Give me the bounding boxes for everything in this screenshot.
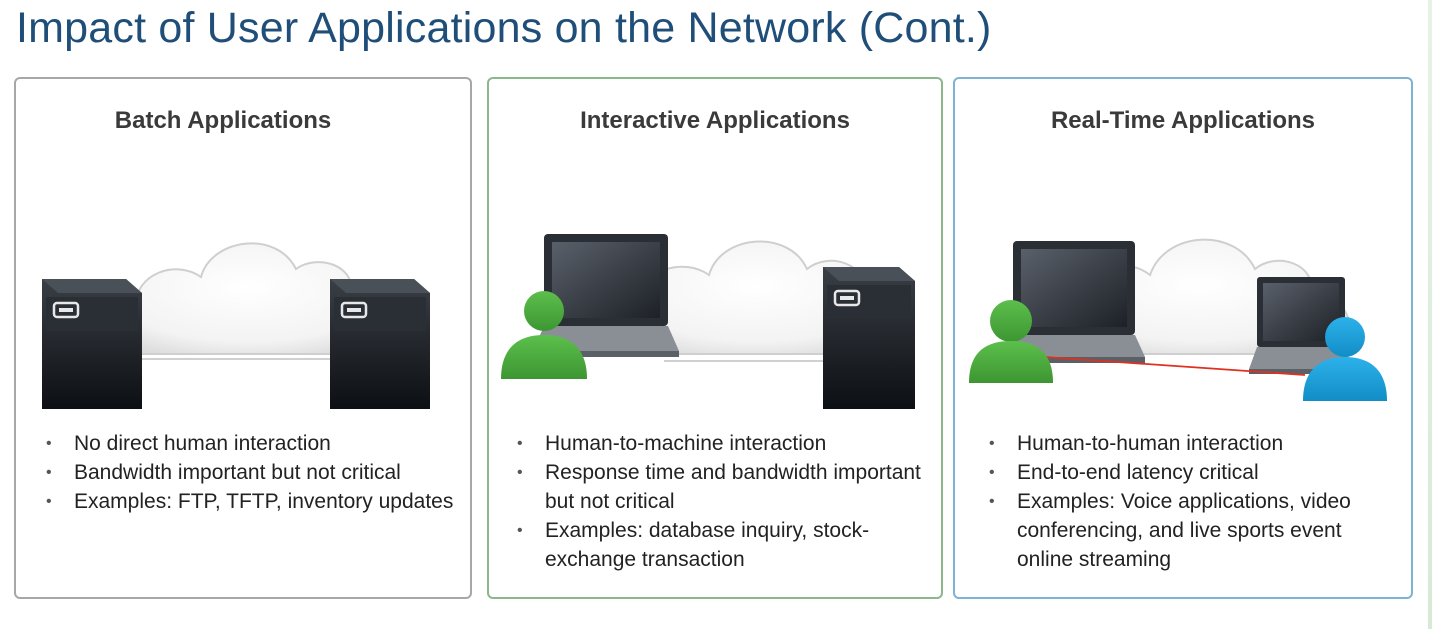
server-icon bbox=[823, 267, 915, 409]
real-time-bullet-list: Human-to-human interaction End-to-end la… bbox=[983, 429, 1403, 574]
laptop-icon bbox=[1003, 241, 1145, 363]
interactive-applications-panel: Interactive Applications Human-to-machin… bbox=[487, 77, 943, 599]
panel-heading: Real-Time Applications bbox=[1050, 107, 1316, 134]
batch-bullet-list: No direct human interaction Bandwidth im… bbox=[40, 429, 470, 516]
real-time-illustration bbox=[969, 238, 1387, 401]
page-title: Impact of User Applications on the Netwo… bbox=[16, 4, 992, 52]
list-item: Bandwidth important but not critical bbox=[40, 458, 470, 487]
real-time-applications-panel: Real-Time Applications Human-to-human in… bbox=[953, 77, 1413, 599]
link-line bbox=[1044, 356, 1306, 376]
list-item: Examples: database inquiry, stock-exchan… bbox=[511, 516, 931, 574]
list-item: Human-to-human interaction bbox=[983, 429, 1403, 458]
panel-heading: Batch Applications bbox=[114, 107, 332, 134]
list-item: Human-to-machine interaction bbox=[511, 429, 931, 458]
user-icon bbox=[969, 300, 1053, 383]
server-icon bbox=[330, 279, 430, 409]
server-icon bbox=[42, 279, 142, 409]
slide-edge-rule bbox=[1428, 0, 1432, 629]
list-item: End-to-end latency critical bbox=[983, 458, 1403, 487]
panel-heading: Interactive Applications bbox=[580, 107, 850, 134]
batch-applications-panel: Batch Applications No direct human inter… bbox=[14, 77, 472, 599]
user-icon bbox=[1303, 317, 1387, 401]
batch-illustration bbox=[42, 242, 430, 409]
user-icon bbox=[501, 291, 587, 379]
list-item: Examples: Voice applications, video conf… bbox=[983, 487, 1403, 574]
interactive-illustration bbox=[501, 234, 915, 409]
list-item: No direct human interaction bbox=[40, 429, 470, 458]
list-item: Response time and bandwidth important bu… bbox=[511, 458, 931, 516]
list-item: Examples: FTP, TFTP, inventory updates bbox=[40, 487, 470, 516]
interactive-bullet-list: Human-to-machine interaction Response ti… bbox=[511, 429, 931, 574]
